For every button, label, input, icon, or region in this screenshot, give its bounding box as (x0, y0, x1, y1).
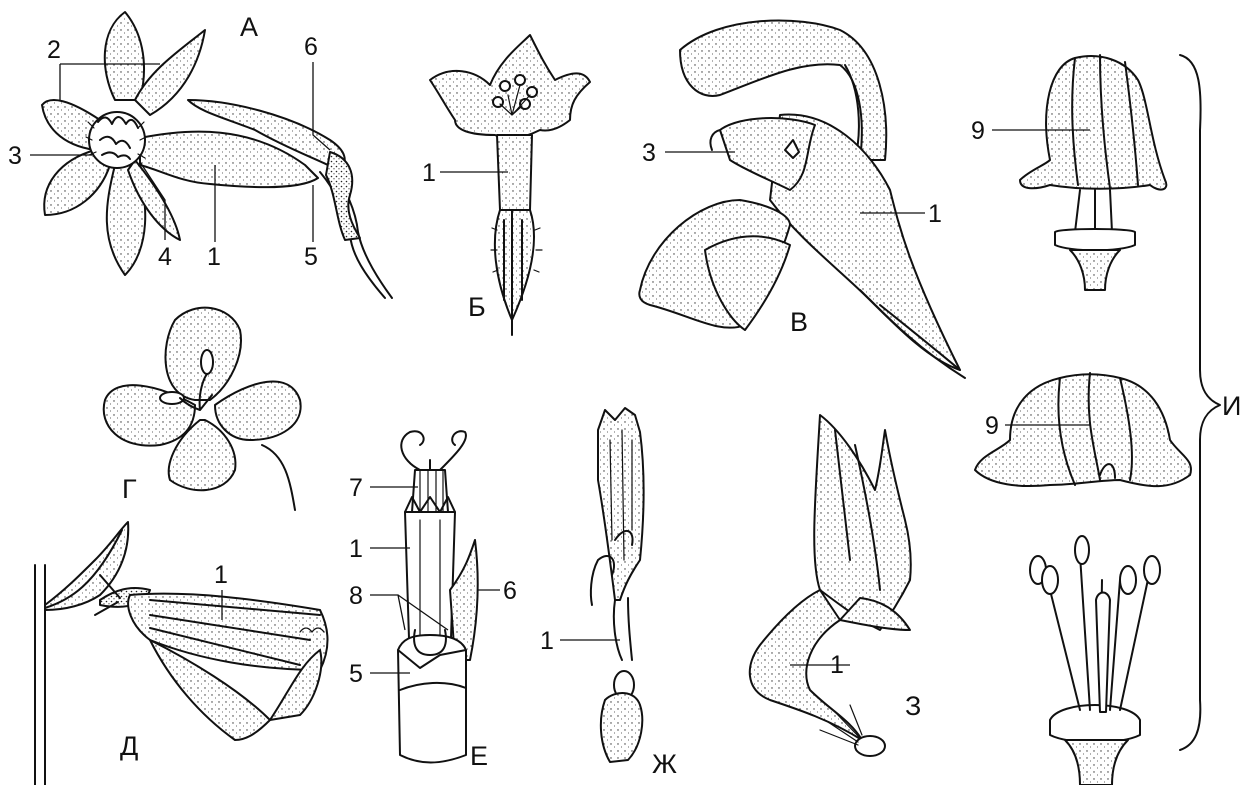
label-5-e: 5 (349, 660, 363, 688)
figure-label-i: И (1222, 391, 1241, 421)
flower-a (41, 11, 393, 299)
flower-zh (589, 407, 645, 763)
label-1-zh: 1 (540, 627, 554, 655)
figure-label-z: З (905, 691, 921, 721)
label-3-v: 3 (642, 139, 656, 167)
label-1-e: 1 (349, 535, 363, 563)
flower-g (102, 306, 302, 511)
flower-b (429, 34, 591, 336)
label-1-z: 1 (830, 651, 844, 679)
figure-label-b: Б (468, 292, 486, 322)
label-1-b: 1 (422, 159, 436, 187)
flower-z (748, 414, 912, 757)
label-5-a: 5 (304, 243, 318, 271)
label-9-middle: 9 (985, 412, 999, 440)
leaders-a (30, 62, 331, 242)
figure-label-zh: Ж (652, 749, 677, 779)
figure-label-v: В (790, 307, 808, 337)
label-7-e: 7 (349, 474, 363, 502)
label-9-top: 9 (971, 117, 985, 145)
bracket-i (1179, 54, 1221, 751)
figure-label-g: Г (122, 474, 137, 504)
label-1-v: 1 (928, 200, 942, 228)
flower-i-stamens (1029, 535, 1161, 785)
figure-label-d: Д (120, 731, 138, 761)
label-2-a: 2 (47, 36, 61, 64)
flower-d (34, 521, 329, 785)
flower-i-top (1019, 54, 1168, 291)
label-8-e: 8 (349, 582, 363, 610)
flower-e (397, 430, 479, 764)
label-4-a: 4 (158, 243, 172, 271)
label-6-e: 6 (503, 577, 517, 605)
figure-label-a: А (240, 12, 258, 42)
leaders-e (370, 486, 500, 674)
label-3-a: 3 (8, 142, 22, 170)
flower-i-middle (974, 372, 1192, 488)
label-1-a: 1 (207, 243, 221, 271)
figure-label-e: Е (470, 741, 488, 771)
label-6-a: 6 (304, 33, 318, 61)
flower-v (638, 19, 966, 379)
label-1-d: 1 (214, 561, 228, 589)
